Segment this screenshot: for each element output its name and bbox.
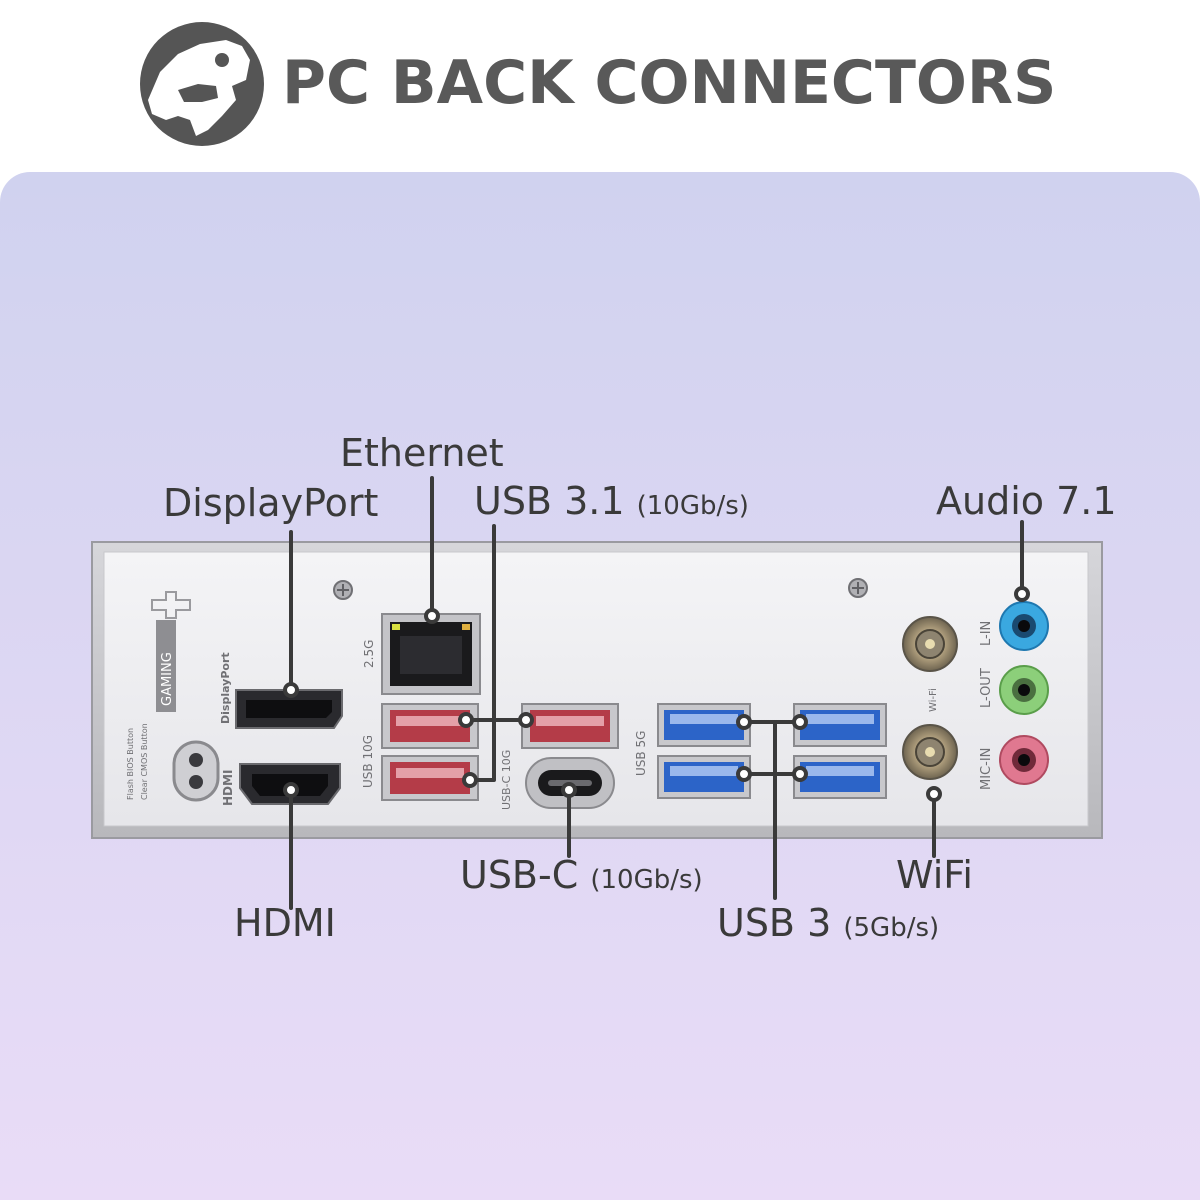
print-clear: Clear CMOS Button bbox=[140, 723, 149, 800]
print-usbc10g: USB-C 10G bbox=[500, 750, 513, 810]
audio-mic-in-jack[interactable] bbox=[999, 735, 1049, 785]
wifi-antenna-connector[interactable] bbox=[902, 616, 958, 672]
header: PC BACK CONNECTORS bbox=[0, 0, 1200, 170]
usb3-port[interactable] bbox=[793, 755, 887, 799]
print-displayport: DisplayPort bbox=[219, 652, 232, 724]
label-displayport: DisplayPort bbox=[163, 481, 379, 525]
page-title: PC BACK CONNECTORS bbox=[282, 48, 1057, 118]
usb31-port[interactable] bbox=[381, 703, 479, 749]
print-25g: 2.5G bbox=[362, 640, 376, 668]
bios-buttons[interactable] bbox=[172, 740, 220, 802]
usb3-port[interactable] bbox=[657, 703, 751, 747]
print-flash: Flash BIOS Button bbox=[126, 728, 135, 800]
screw-icon bbox=[848, 578, 868, 598]
print-wifi: Wi-Fi bbox=[928, 688, 939, 712]
usb3-port[interactable] bbox=[657, 755, 751, 799]
audio-line-in-jack[interactable] bbox=[999, 601, 1049, 651]
print-lout: L-OUT bbox=[979, 668, 994, 708]
usb31-port[interactable] bbox=[381, 755, 479, 801]
label-usbc-speed: (10Gb/s) bbox=[590, 865, 703, 895]
usb31-port[interactable] bbox=[521, 703, 619, 749]
label-usb3: USB 3 (5Gb/s) bbox=[717, 901, 940, 945]
label-usbc: USB-C (10Gb/s) bbox=[460, 853, 703, 897]
print-usb10g: USB 10G bbox=[361, 735, 375, 788]
print-micin: MIC-IN bbox=[979, 748, 994, 790]
displayport-port[interactable] bbox=[235, 689, 343, 729]
leader-usb3 bbox=[742, 720, 802, 900]
print-lin: L-IN bbox=[979, 621, 994, 646]
wifi-antenna-connector[interactable] bbox=[902, 724, 958, 780]
usb3-port[interactable] bbox=[793, 703, 887, 747]
gamepad-logo-icon bbox=[151, 591, 191, 712]
brand-print: GAMING bbox=[160, 652, 175, 706]
label-wifi: WiFi bbox=[896, 853, 973, 897]
print-hdmi: HDMI bbox=[221, 770, 235, 806]
label-ethernet: Ethernet bbox=[340, 431, 504, 475]
label-usb31-speed: (10Gb/s) bbox=[636, 491, 749, 521]
ethernet-port[interactable] bbox=[381, 613, 481, 695]
label-usb31: USB 3.1 (10Gb/s) bbox=[474, 479, 749, 523]
trex-skull-icon bbox=[140, 22, 264, 146]
label-hdmi: HDMI bbox=[234, 901, 336, 945]
audio-line-out-jack[interactable] bbox=[999, 665, 1049, 715]
print-usb5g: USB 5G bbox=[634, 731, 648, 776]
leader-lines bbox=[283, 476, 1030, 910]
label-audio: Audio 7.1 bbox=[936, 479, 1117, 523]
screw-icon bbox=[333, 580, 353, 600]
label-usb3-speed: (5Gb/s) bbox=[843, 913, 940, 943]
